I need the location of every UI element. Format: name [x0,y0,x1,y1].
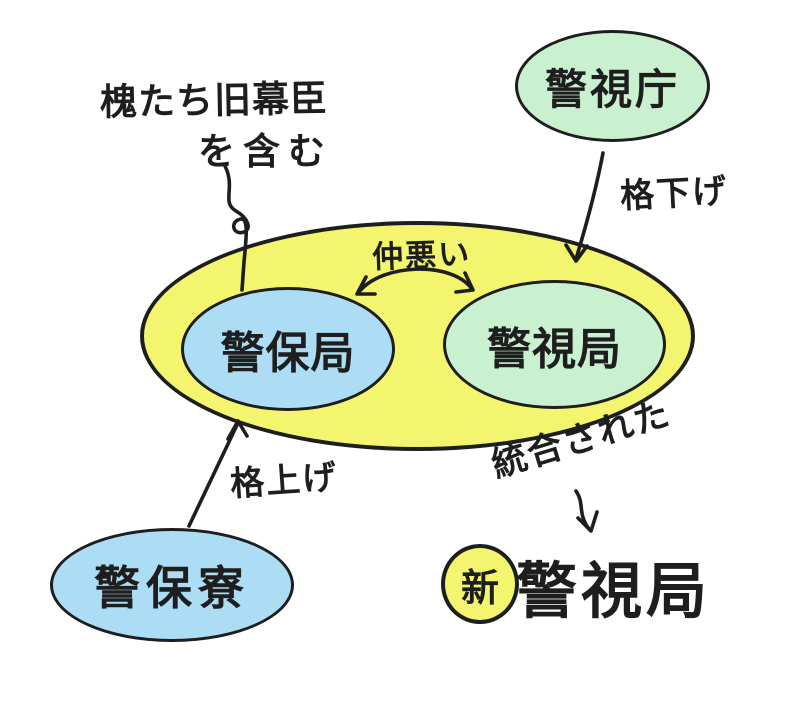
merged-arrowhead [576,510,599,533]
node-keishikyoku-label: 警視局 [487,323,622,375]
bad-terms-label: 仲悪い [371,236,472,276]
node-keishikyoku: 警視局 [443,280,666,409]
downgrade-label: 格下げ [619,171,730,217]
new-badge-circle: 新 [441,544,519,624]
node-keihoryo: 警保寮 [50,528,294,642]
new-org-label: 警視局 [516,556,712,627]
node-keihokyoku-label: 警保局 [220,328,356,379]
note-text-line1: 槐たち旧幕臣 [99,77,329,124]
note-text-line2: を含む [198,130,333,173]
merged-arrow-line [574,489,591,531]
node-keihokyoku: 警保局 [181,287,395,411]
node-keihoryo-label: 警保寮 [94,561,250,615]
node-keishicho: 警視庁 [515,30,710,142]
upgrade-label: 格上げ [228,457,340,505]
node-keishicho-label: 警視庁 [544,64,680,114]
new-badge-label: 新 [460,565,499,610]
